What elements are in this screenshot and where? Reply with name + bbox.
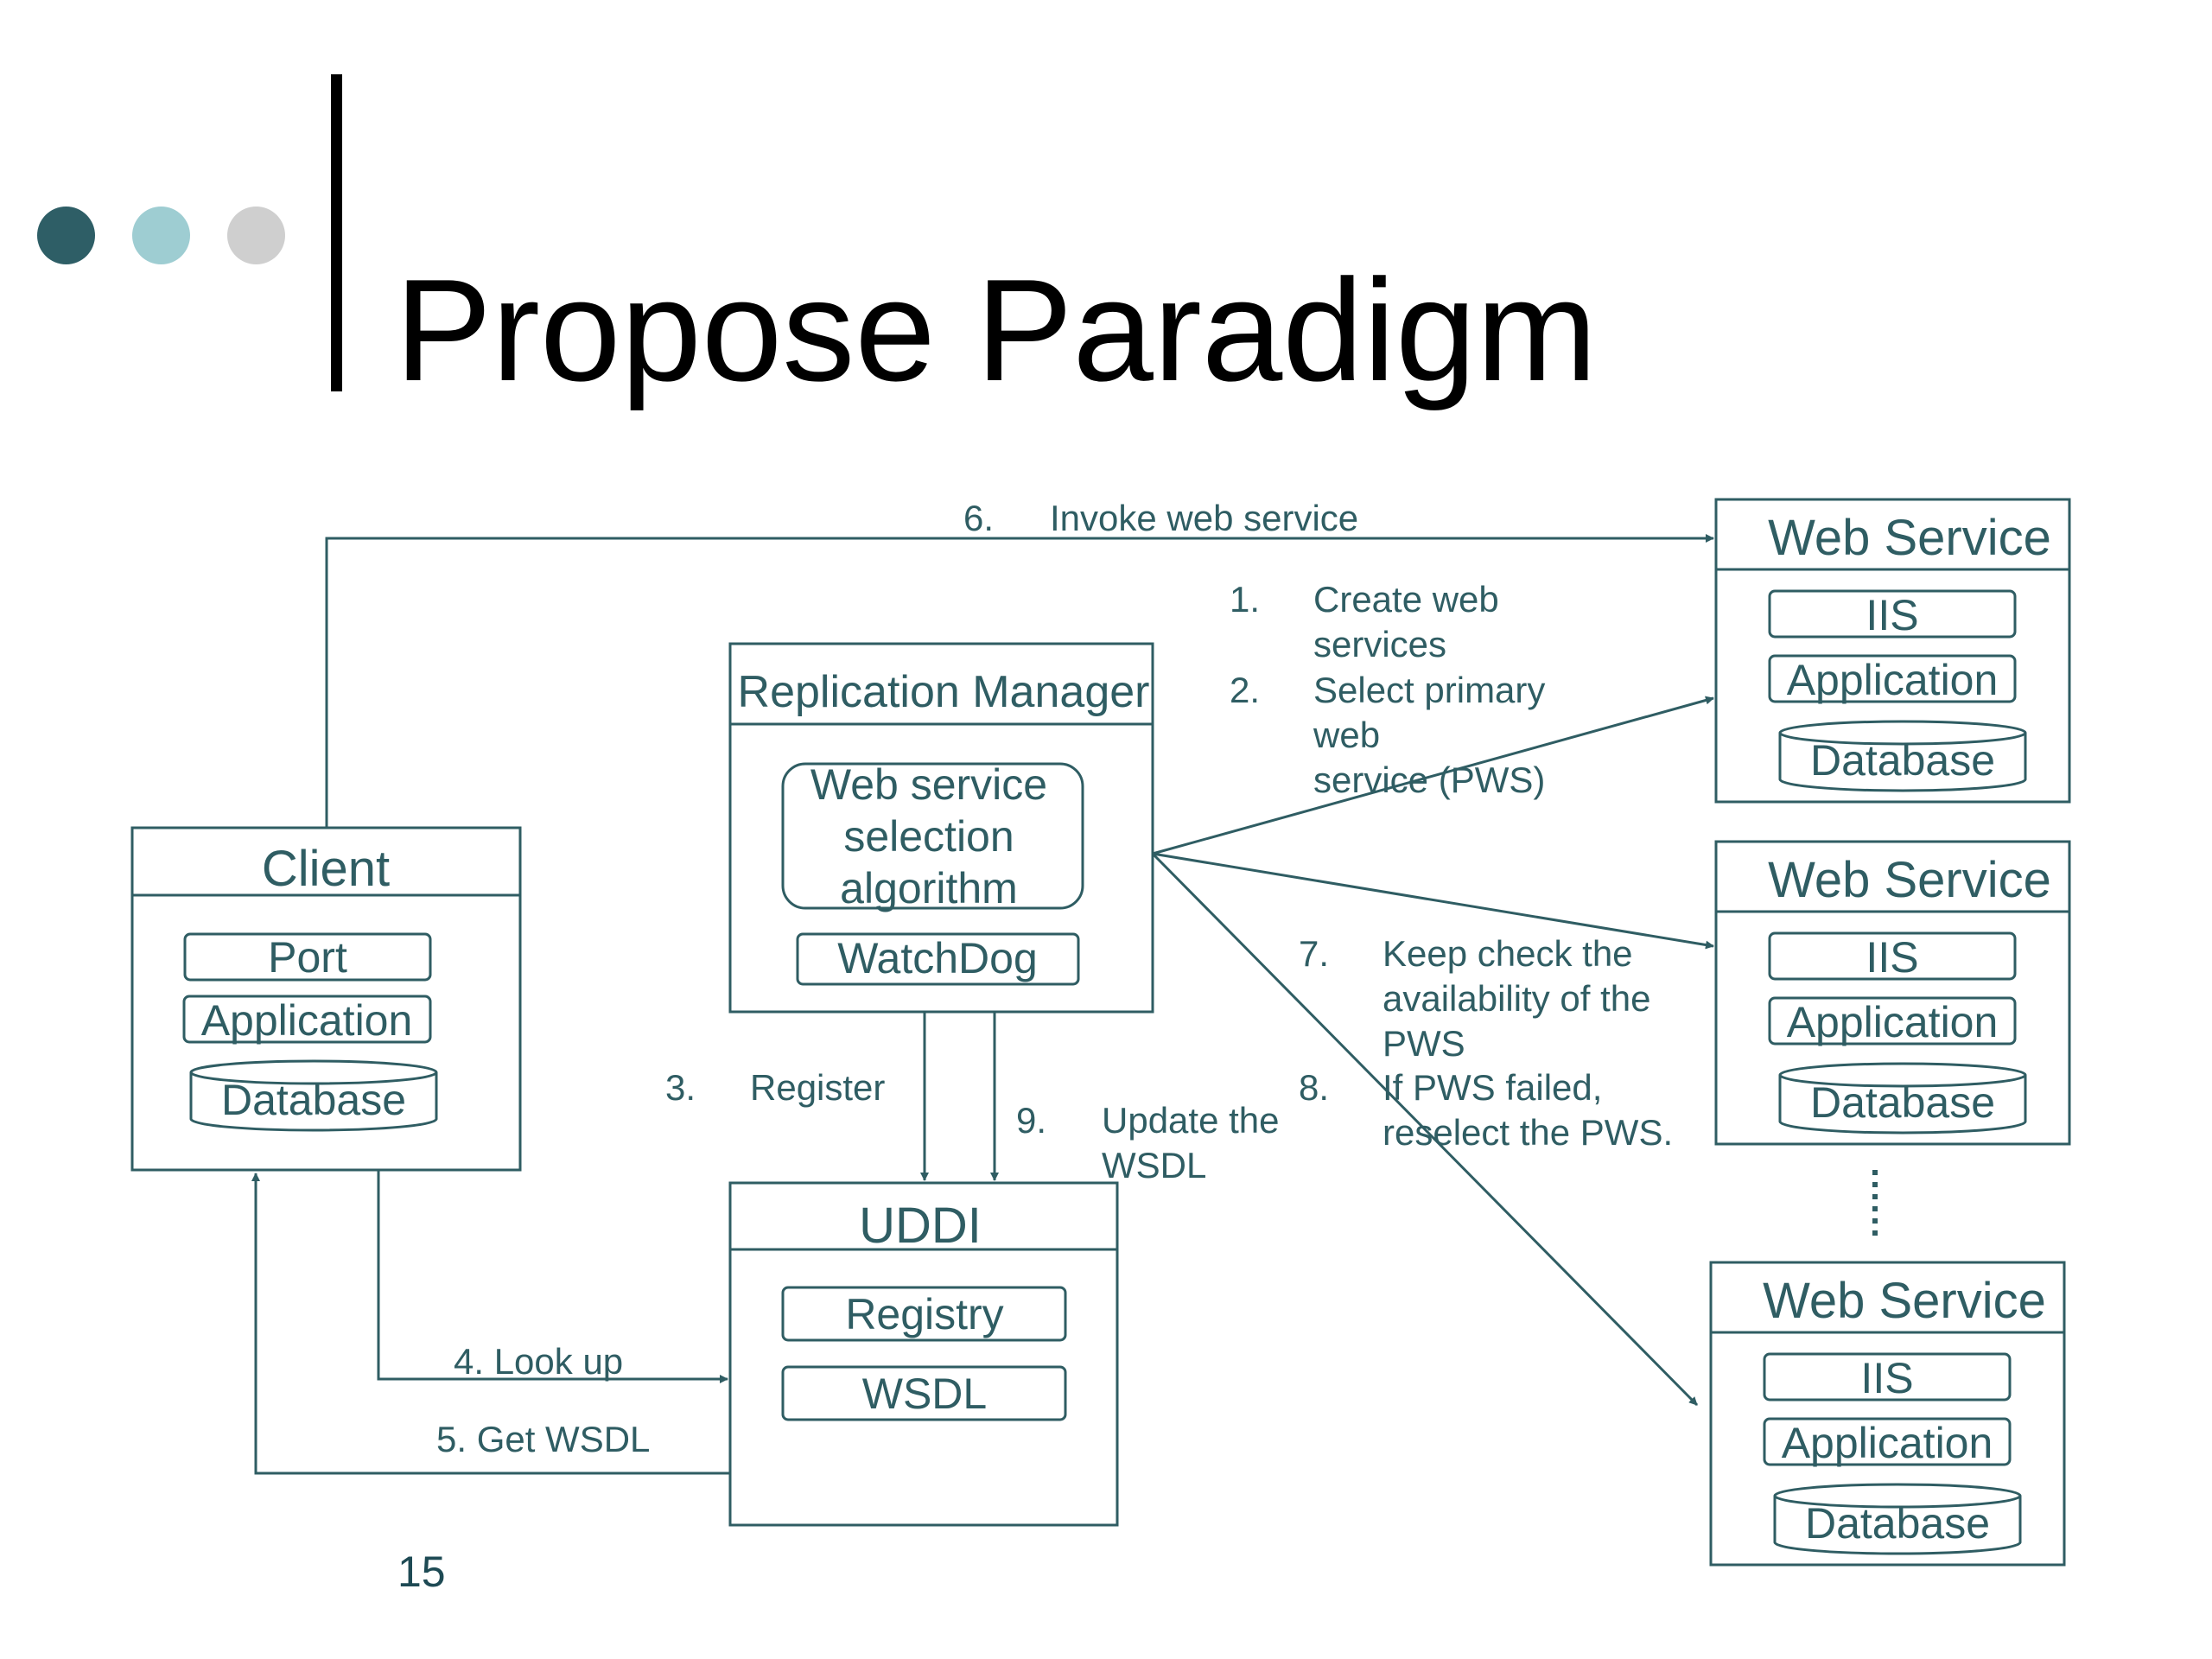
step-1-text: Create web <box>1313 579 1499 620</box>
web-service-application-box <box>1768 654 2017 703</box>
replication-manager-box <box>728 642 1154 1014</box>
step-8-text: reselect the PWS. <box>1382 1112 1673 1153</box>
slide-title: Propose Paradigm <box>395 249 1598 411</box>
web-service-application-label: Application <box>1782 1419 1993 1467</box>
selection-algorithm-label: selection <box>843 812 1014 861</box>
database-body <box>1773 1496 2022 1555</box>
database-top <box>189 1059 438 1085</box>
database-top <box>1773 1483 2022 1509</box>
step-9-number: 9. <box>1016 1100 1046 1141</box>
step-9-text: Update the <box>1102 1100 1280 1141</box>
step-1-text: services <box>1313 624 1446 664</box>
step-3-number: 3. <box>665 1067 696 1108</box>
client-application-label: Application <box>201 996 413 1045</box>
web-service-box <box>1709 1261 2066 1567</box>
get-wsdl-arrow <box>251 1173 730 1475</box>
bullet-dot-gray <box>227 207 285 264</box>
web-service-title: Web Service <box>1763 1273 2046 1329</box>
selection-algorithm-label: Web service <box>810 760 1047 809</box>
database-body <box>189 1072 438 1132</box>
lookup-arrow <box>377 1170 728 1383</box>
web-service-title: Web Service <box>1768 510 2051 566</box>
web-service-box <box>1714 498 2071 804</box>
database-label: Database <box>221 1076 406 1124</box>
step-9-text: WSDL <box>1102 1145 1206 1185</box>
database-top <box>1778 1062 2027 1088</box>
web-service-box <box>1714 840 2071 1146</box>
client-port-box <box>183 932 432 982</box>
web-service-iis-label: IIS <box>1866 591 1918 639</box>
step-7-text: Keep check the <box>1382 933 1633 974</box>
uddi-wsdl-label: WSDL <box>862 1370 987 1418</box>
web-service-iis-box <box>1763 1352 2012 1402</box>
bullet-dot-teal <box>132 207 190 264</box>
uddi-registry-label: Registry <box>845 1290 1003 1338</box>
web-service-database: Database <box>1773 1483 2022 1555</box>
keep-check-arrow <box>1152 852 1714 950</box>
selection-algorithm-box <box>781 762 1084 910</box>
web-service-application-label: Application <box>1787 656 1999 704</box>
bullet-dot-dark <box>37 207 95 264</box>
select-primary-arrow <box>1152 696 1714 855</box>
uddi-box <box>728 1181 1119 1527</box>
step-2-text: web <box>1313 715 1380 755</box>
web-service-iis-box <box>1768 589 2017 639</box>
step-4-text: 4. Look up <box>454 1341 623 1382</box>
step-7-text: availability of the <box>1382 978 1651 1019</box>
database-top <box>1778 720 2027 746</box>
replication-manager-title: Replication Manager <box>738 667 1150 717</box>
database-label: Database <box>1810 1078 1995 1127</box>
page-number: 15 <box>397 1548 446 1596</box>
title-divider <box>331 74 342 391</box>
client-application-box <box>182 995 432 1044</box>
step-8-text: If PWS failed, <box>1382 1067 1602 1108</box>
step-7-text: PWS <box>1382 1023 1465 1064</box>
client-port-label: Port <box>268 933 347 982</box>
client-title: Client <box>262 841 390 897</box>
web-service-iis-label: IIS <box>1866 933 1918 982</box>
client-database: Database <box>189 1059 438 1132</box>
web-service-application-box <box>1763 1417 2012 1466</box>
reselect-arrow <box>1151 852 1699 1407</box>
web-service-title: Web Service <box>1768 852 2051 908</box>
database-body <box>1778 733 2027 792</box>
web-service-application-label: Application <box>1787 998 1999 1046</box>
step-2-number: 2. <box>1230 670 1260 710</box>
step-5-text: 5. Get WSDL <box>436 1419 650 1459</box>
step-6-number: 6. <box>963 498 994 538</box>
web-service-application-box <box>1768 996 2017 1046</box>
step-2-text: service (PWS) <box>1313 760 1545 800</box>
step-2-text: Select primary <box>1313 670 1545 710</box>
database-label: Database <box>1810 736 1995 785</box>
step-8-number: 8. <box>1299 1067 1329 1108</box>
web-service-iis-label: IIS <box>1860 1354 1913 1402</box>
invoke-web-service-arrow <box>325 534 1714 828</box>
uddi-wsdl-box <box>781 1365 1067 1421</box>
database-body <box>1778 1075 2027 1135</box>
web-service-iis-box <box>1768 931 2017 981</box>
step-3-text: Register <box>750 1067 885 1108</box>
web-service-database: Database <box>1778 720 2027 792</box>
watchdog-box <box>796 932 1080 986</box>
step-6-text: Invoke web service <box>1050 498 1358 538</box>
watchdog-label: WatchDog <box>837 934 1038 982</box>
step-7-number: 7. <box>1299 933 1329 974</box>
selection-algorithm-label: algorithm <box>840 864 1018 912</box>
step-1-number: 1. <box>1230 579 1260 620</box>
uddi-registry-box <box>781 1286 1067 1342</box>
database-label: Database <box>1805 1499 1990 1548</box>
uddi-title: UDDI <box>859 1198 982 1254</box>
web-service-database: Database <box>1778 1062 2027 1135</box>
